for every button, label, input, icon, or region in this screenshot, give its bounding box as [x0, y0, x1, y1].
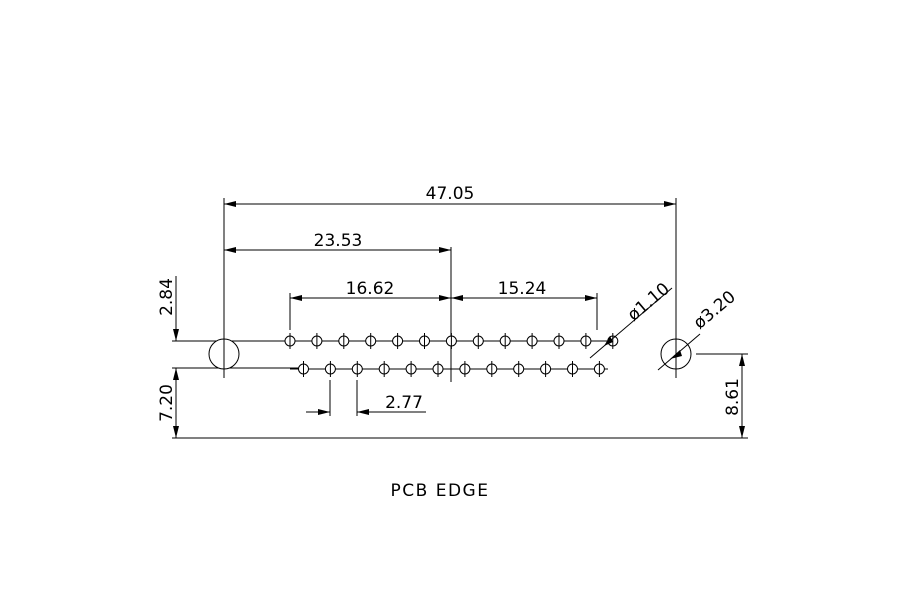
dim-half-width: 23.53: [224, 231, 451, 253]
top-row-pin: [553, 333, 565, 349]
dim-left-to-edge-label: 7.20: [157, 384, 177, 422]
top-row-pin: [580, 333, 592, 349]
top-row-pin: [499, 333, 511, 349]
top-row-pin: [419, 333, 430, 349]
dim-row-span-right: 15.24: [451, 279, 597, 301]
dim-mount-hole-diameter-label: ø3.20: [690, 287, 740, 333]
bottom-row-pin: [378, 361, 390, 377]
mounting-hole-left: [208, 330, 240, 378]
bottom-row-pin: [351, 361, 363, 377]
bottom-row-pin: [567, 361, 578, 377]
pcb-edge-caption: PCB EDGE: [391, 481, 490, 501]
bottom-row-pin: [405, 361, 417, 377]
top-row-pin: [445, 333, 457, 349]
bottom-row-pin: [459, 361, 471, 377]
pin-row-top: [284, 333, 619, 349]
top-row-pin: [338, 333, 350, 349]
bottom-row-pin: [593, 361, 605, 377]
dim-pin-pitch-label: 2.77: [385, 393, 423, 413]
reference-lines: [172, 198, 748, 438]
dim-row-span-left: 16.62: [290, 279, 451, 301]
dim-right-to-edge: 8.61: [723, 354, 745, 438]
top-row-pin: [365, 333, 377, 349]
top-row-pin: [311, 333, 323, 349]
dim-row-span-right-label: 15.24: [498, 279, 547, 299]
bottom-row-pin: [486, 361, 498, 377]
bottom-row-pin: [324, 361, 336, 377]
dim-left-to-edge: 7.20: [157, 368, 179, 438]
dim-overall-width: 47.05: [224, 184, 676, 207]
top-row-pin: [472, 333, 484, 349]
top-row-pin: [526, 333, 538, 349]
dim-top-offset-label: 2.84: [157, 278, 177, 316]
dim-half-width-label: 23.53: [314, 231, 363, 251]
bottom-row-pin: [513, 361, 525, 377]
dim-top-offset: 2.84: [157, 278, 179, 341]
dim-pin-pitch: 2.77: [306, 393, 426, 415]
top-row-pin: [392, 333, 404, 349]
pin-row-bottom: [298, 361, 605, 377]
dim-overall-width-label: 47.05: [426, 184, 475, 204]
bottom-row-pin: [432, 361, 444, 377]
dim-right-to-edge-label: 8.61: [723, 378, 743, 416]
bottom-row-pin: [540, 361, 552, 377]
dim-pin-diameter: ø1.10: [589, 279, 674, 359]
dim-row-span-left-label: 16.62: [346, 279, 395, 299]
bottom-row-pin: [298, 361, 309, 377]
top-row-pin: [284, 333, 296, 349]
dim-pin-diameter-label: ø1.10: [624, 279, 674, 325]
